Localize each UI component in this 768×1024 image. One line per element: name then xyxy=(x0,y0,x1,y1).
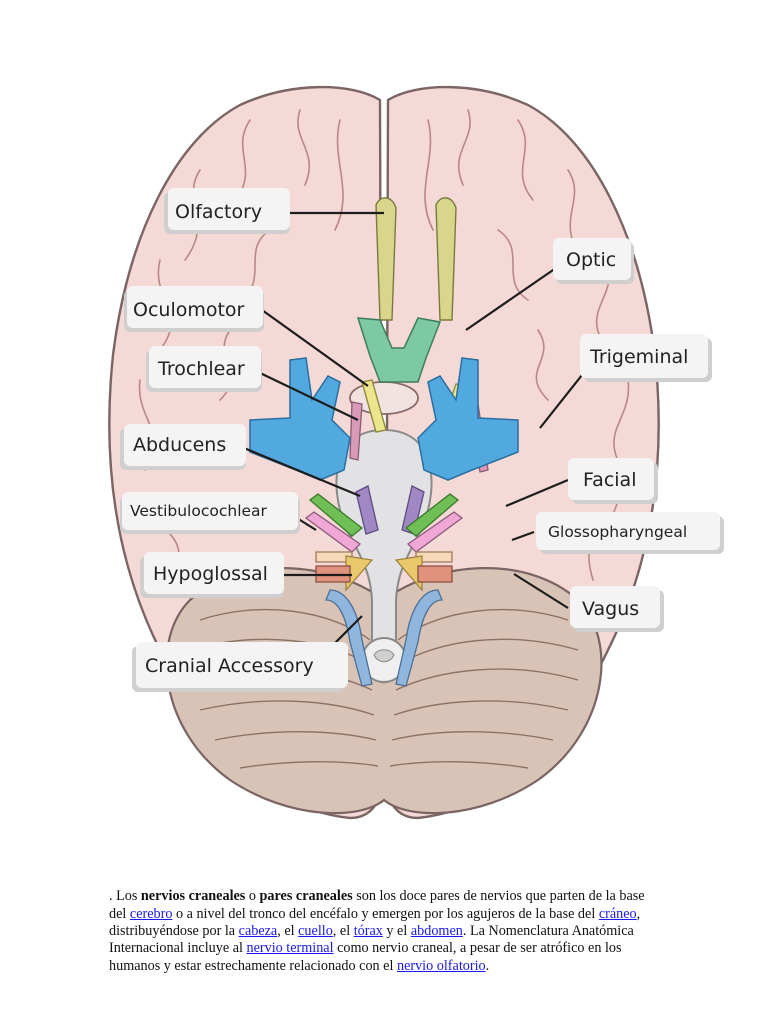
label-trigeminal-text: Trigeminal xyxy=(589,346,688,368)
cranial-nerves-diagram: Olfactory Optic Oculomotor Trochlear Tri… xyxy=(108,85,724,820)
label-facial-text: Facial xyxy=(583,469,636,491)
label-oculomotor: Oculomotor xyxy=(124,286,264,332)
label-glossopharyngeal: Glossopharyngeal xyxy=(536,512,724,554)
link-nervio-olfatorio[interactable]: nervio olfatorio xyxy=(396,957,486,974)
caption-text: o a nivel del tronco del encéfalo y emer… xyxy=(172,905,599,922)
label-trochlear: Trochlear xyxy=(146,346,262,392)
caption-text: . Los xyxy=(109,888,141,905)
caption-text: , el xyxy=(332,923,354,939)
label-trigeminal: Trigeminal xyxy=(580,334,712,382)
label-olfactory-text: Olfactory xyxy=(175,201,262,223)
label-vagus: Vagus xyxy=(570,586,664,632)
label-hypoglossal-text: Hypoglossal xyxy=(153,563,268,585)
label-cranial-accessory-text: Cranial Accessory xyxy=(145,655,314,677)
label-oculomotor-text: Oculomotor xyxy=(133,299,245,321)
label-vagus-text: Vagus xyxy=(582,598,639,620)
vagus-nerve xyxy=(315,565,453,583)
caption-text: como nervio craneal, a pesar de ser atró… xyxy=(109,940,622,974)
label-abducens-text: Abducens xyxy=(133,434,226,456)
label-optic: Optic xyxy=(553,238,634,284)
label-facial: Facial xyxy=(568,458,658,504)
optic-nerve xyxy=(356,317,442,383)
link-cerebro[interactable]: cerebro xyxy=(129,905,173,922)
cranial-accessory-nerve xyxy=(325,589,443,687)
label-cranial-accessory: Cranial Accessory xyxy=(132,642,348,692)
link-craneo[interactable]: cráneo xyxy=(598,905,637,922)
caption-text: o xyxy=(245,888,260,905)
link-torax[interactable]: tórax xyxy=(353,923,383,939)
label-vestibulocochlear: Vestibulocochlear xyxy=(120,492,300,534)
caption-paragraph: . Los nervios craneales o pares craneale… xyxy=(109,888,661,975)
leader-lines xyxy=(243,211,583,649)
caption-text: . xyxy=(485,957,490,974)
link-nervio-terminal[interactable]: nervio terminal xyxy=(246,940,334,957)
label-vestibulocochlear-text: Vestibulocochlear xyxy=(130,502,268,520)
label-trochlear-text: Trochlear xyxy=(157,358,245,380)
caption-text: . La Nomenclatura Anatómica Internaciona… xyxy=(109,923,634,957)
label-optic-text: Optic xyxy=(566,249,616,271)
trigeminal-nerve xyxy=(249,357,519,481)
label-glossopharyngeal-text: Glossopharyngeal xyxy=(548,523,687,541)
caption-bold-term: pares craneales xyxy=(259,888,353,905)
caption-text: y el xyxy=(382,923,411,939)
facial-nerve xyxy=(308,493,460,537)
link-abdomen[interactable]: abdomen xyxy=(410,923,463,939)
hypoglossal-nerve xyxy=(345,555,423,592)
label-hypoglossal: Hypoglossal xyxy=(140,552,284,598)
label-abducens: Abducens xyxy=(120,424,246,470)
caption-text: son los doce pares de nervios que parten… xyxy=(109,888,645,922)
caption-bold-term: nervios craneales xyxy=(140,888,246,905)
link-cuello[interactable]: cuello xyxy=(298,923,333,939)
caption-text: , distribuyéndose por la xyxy=(109,905,641,939)
caption-text: , el xyxy=(277,923,299,939)
label-olfactory: Olfactory xyxy=(164,188,290,234)
abducens-nerve xyxy=(355,485,425,535)
cerebellar-folia xyxy=(189,608,579,769)
olfactory-nerve xyxy=(375,197,457,321)
vestibulocochlear-nerve xyxy=(304,511,464,553)
link-cabeza[interactable]: cabeza xyxy=(238,923,278,939)
